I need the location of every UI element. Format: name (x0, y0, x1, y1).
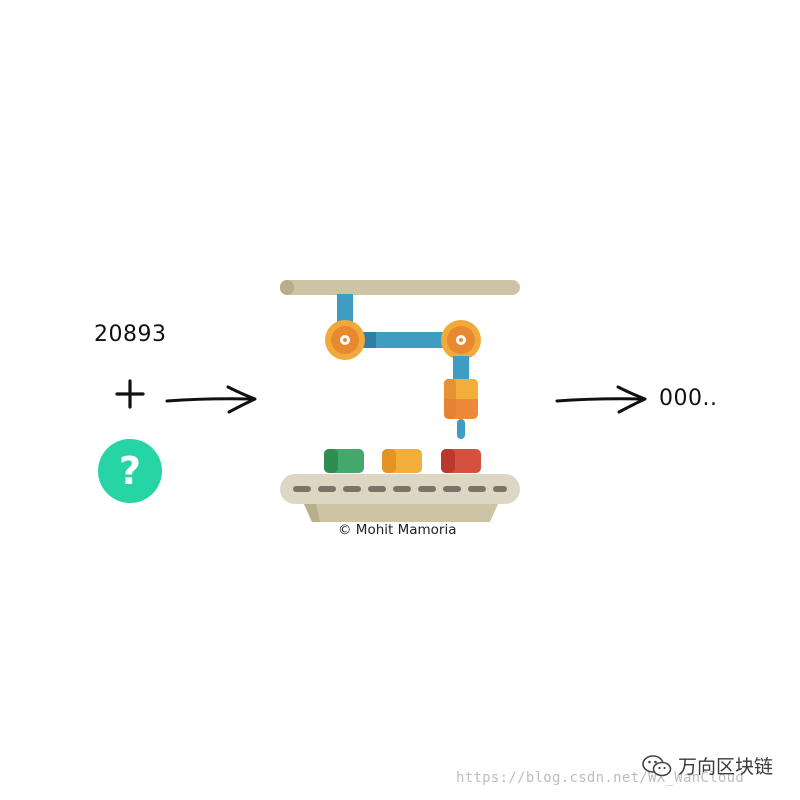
image-credit: © Mohit Mamoria (338, 522, 457, 538)
top-rail (280, 280, 520, 295)
output-value: 000.. (659, 386, 717, 411)
arrow-right-icon (162, 380, 262, 420)
conveyor-base (304, 504, 498, 522)
wechat-icon (642, 754, 672, 778)
arrow-right-icon (552, 380, 652, 420)
plus-icon (114, 378, 146, 410)
robotic-arm-icon (276, 276, 526, 526)
input-number: 20893 (94, 322, 167, 347)
wechat-account-name: 万向区块链 (678, 752, 773, 779)
question-icon: ? (98, 439, 162, 503)
question-symbol: ? (119, 449, 141, 493)
wechat-account-badge: 万向区块链 (642, 752, 773, 779)
